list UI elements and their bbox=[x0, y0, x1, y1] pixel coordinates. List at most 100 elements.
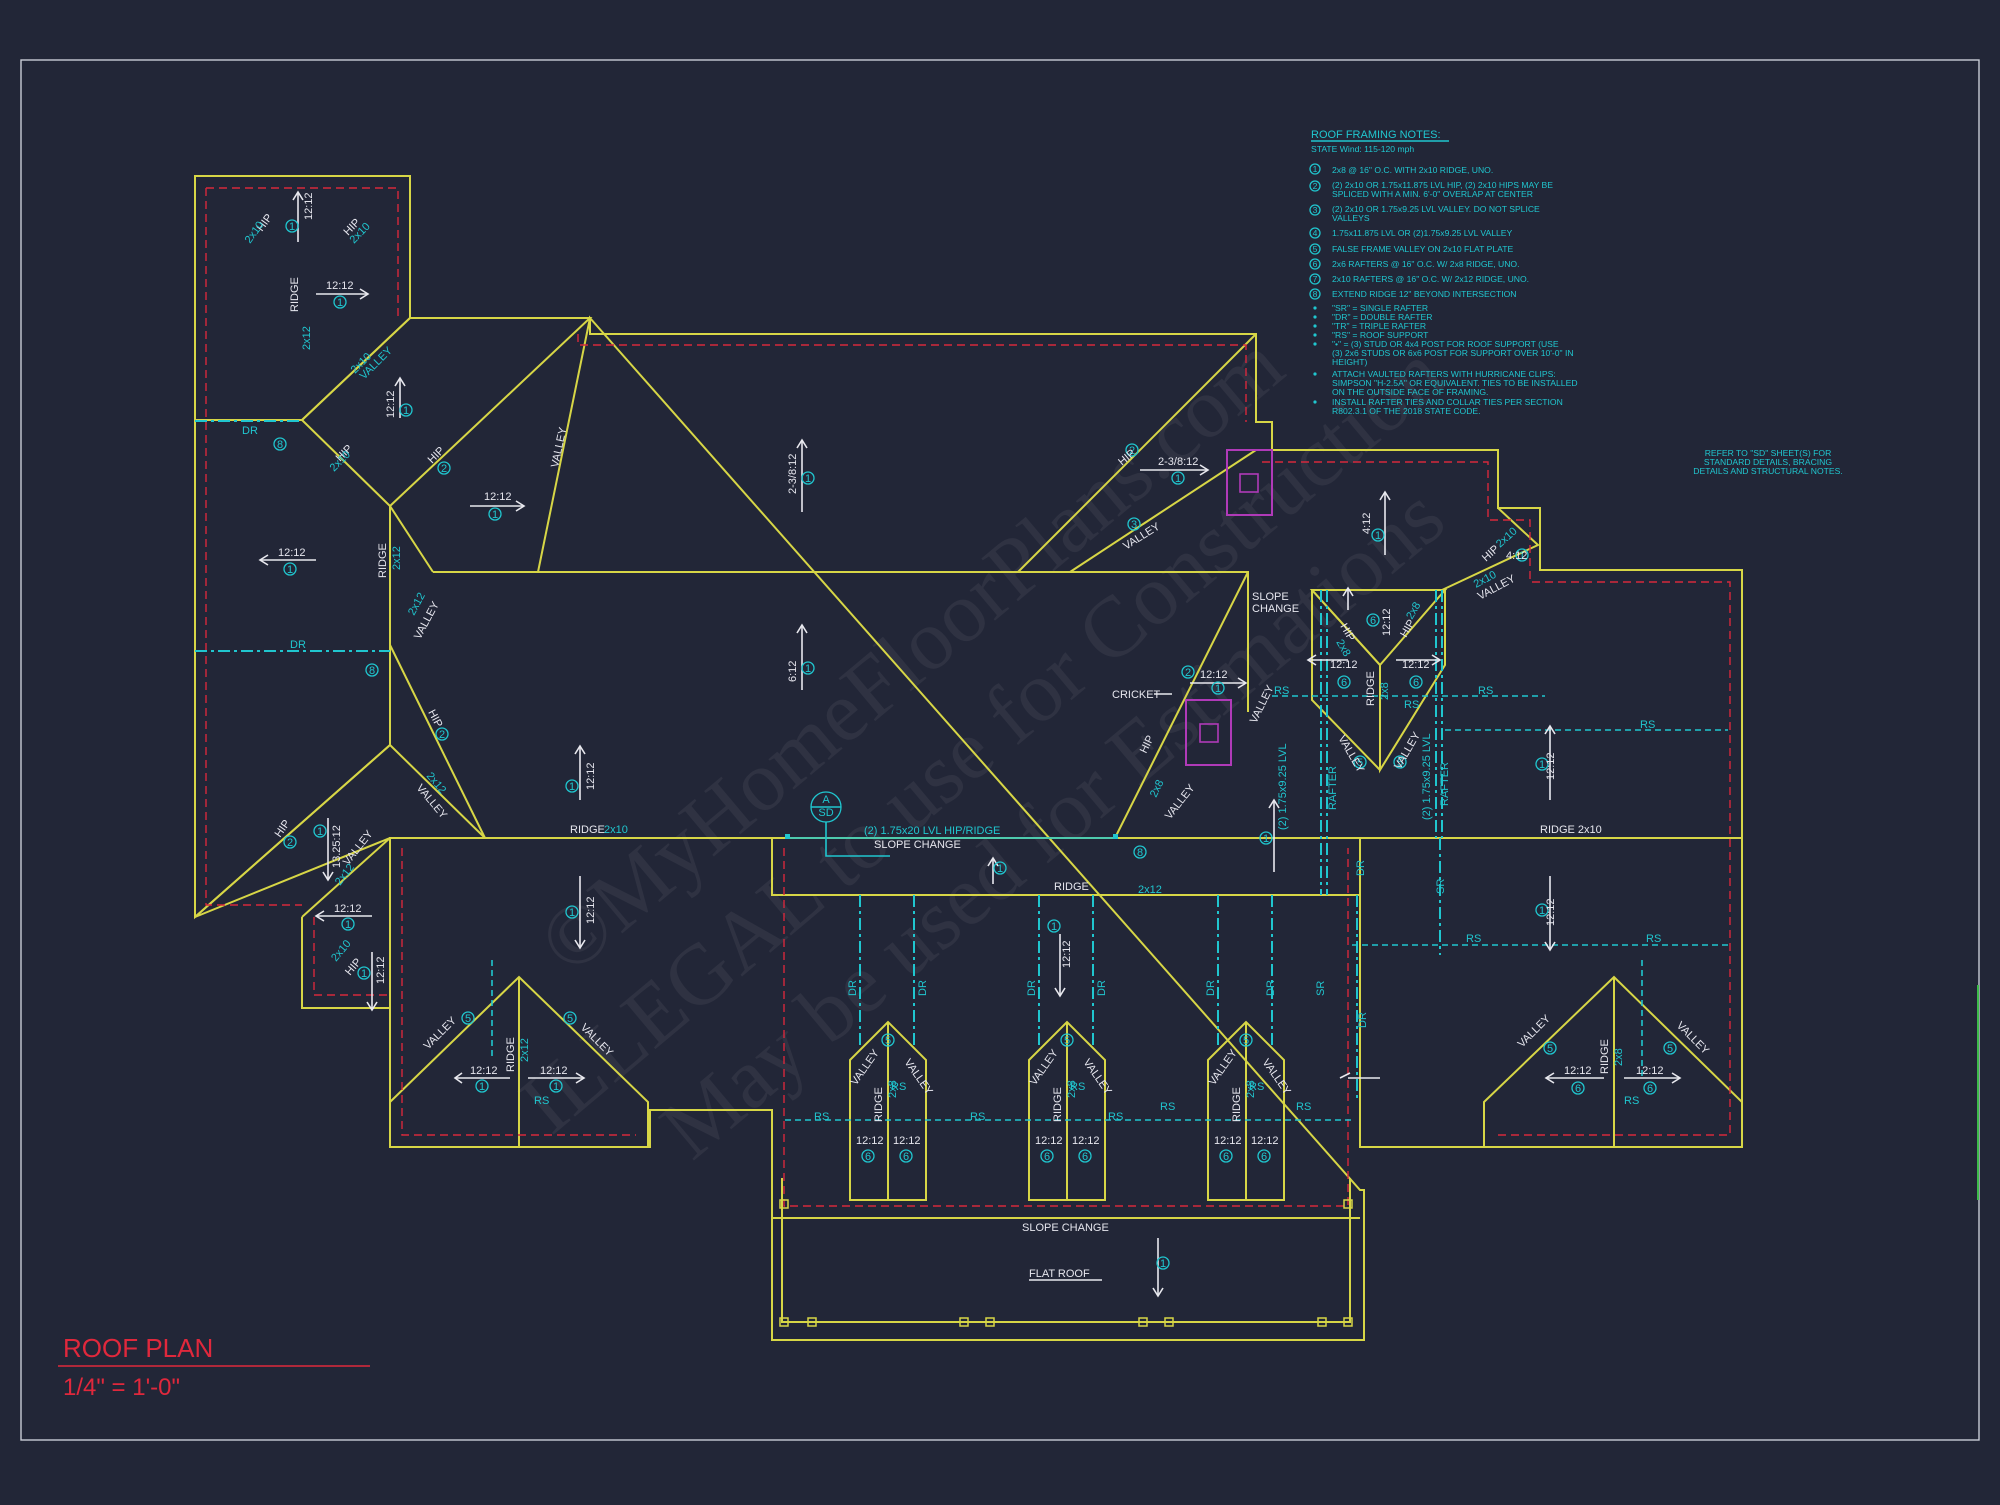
svg-text:DR: DR bbox=[1205, 980, 1217, 996]
roof-outline bbox=[194, 175, 1743, 1341]
svg-text:1: 1 bbox=[492, 509, 498, 521]
svg-text:VALLEY: VALLEY bbox=[902, 1057, 936, 1098]
svg-text:1.75x11.875 LVL OR (2)1.75x9.2: 1.75x11.875 LVL OR (2)1.75x9.25 LVL VALL… bbox=[1332, 228, 1513, 238]
svg-text:VALLEY: VALLEY bbox=[1163, 782, 1198, 822]
svg-text:RS: RS bbox=[814, 1111, 829, 1123]
chimneys bbox=[1185, 449, 1273, 766]
svg-text:5: 5 bbox=[1547, 1043, 1553, 1055]
svg-text:1: 1 bbox=[337, 297, 343, 309]
dormer-1 bbox=[849, 1020, 927, 1201]
svg-text:RIDGE: RIDGE bbox=[1231, 1087, 1243, 1122]
svg-text:FALSE FRAME VALLEY ON 2x10 FLA: FALSE FRAME VALLEY ON 2x10 FLAT PLATE bbox=[1332, 244, 1513, 254]
svg-text:2-3/8:12: 2-3/8:12 bbox=[787, 454, 799, 494]
svg-text:A: A bbox=[822, 794, 830, 806]
svg-text:12:12: 12:12 bbox=[334, 903, 362, 915]
left-wing-roof bbox=[194, 419, 391, 920]
svg-text:4: 4 bbox=[1313, 228, 1318, 238]
svg-text:VALLEY: VALLEY bbox=[341, 828, 376, 868]
svg-text:6: 6 bbox=[1647, 1083, 1653, 1095]
svg-text:12:12: 12:12 bbox=[1402, 659, 1430, 671]
svg-text:RS: RS bbox=[1640, 719, 1655, 731]
dormer-3 bbox=[1207, 1020, 1285, 1201]
svg-text:1: 1 bbox=[287, 564, 293, 576]
svg-text:RS: RS bbox=[970, 1111, 985, 1123]
slope-arrows bbox=[258, 190, 1682, 1298]
svg-text:DR: DR bbox=[847, 980, 859, 996]
svg-text:HEIGHT): HEIGHT) bbox=[1332, 357, 1367, 367]
svg-text:1: 1 bbox=[1215, 683, 1221, 695]
svg-text:DR: DR bbox=[290, 639, 306, 651]
svg-text:6: 6 bbox=[1082, 1151, 1088, 1163]
left-bay bbox=[301, 917, 390, 1009]
svg-text:5: 5 bbox=[1357, 757, 1363, 769]
svg-text:SLOPE: SLOPE bbox=[1252, 591, 1289, 603]
svg-text:1: 1 bbox=[345, 919, 351, 931]
flat-roof-label: FLAT ROOF bbox=[1029, 1268, 1090, 1280]
svg-text:6: 6 bbox=[1313, 259, 1318, 269]
svg-text:13.25:12: 13.25:12 bbox=[331, 825, 343, 868]
svg-text:"RS" = ROOF SUPPORT: "RS" = ROOF SUPPORT bbox=[1332, 330, 1429, 340]
svg-text:1: 1 bbox=[1051, 921, 1057, 933]
svg-text:5: 5 bbox=[1064, 1035, 1070, 1047]
svg-text:12:12: 12:12 bbox=[856, 1135, 884, 1147]
svg-text:12:12: 12:12 bbox=[1330, 659, 1358, 671]
svg-text:1: 1 bbox=[289, 221, 295, 233]
svg-text:VALLEY: VALLEY bbox=[1392, 730, 1423, 772]
svg-text:1: 1 bbox=[1175, 473, 1181, 485]
svg-text:RS: RS bbox=[534, 1095, 549, 1107]
sheet-border bbox=[20, 59, 1980, 1441]
svg-text:2: 2 bbox=[1313, 181, 1318, 191]
svg-text:2-3/8:12: 2-3/8:12 bbox=[1158, 456, 1198, 468]
svg-text:RS: RS bbox=[1249, 1081, 1264, 1093]
svg-text:VALLEY: VALLEY bbox=[549, 426, 569, 469]
svg-text:ON THE OUTSIDE FACE OF FRAMING: ON THE OUTSIDE FACE OF FRAMING. bbox=[1332, 387, 1488, 397]
svg-text:1: 1 bbox=[553, 1081, 559, 1093]
svg-text:2: 2 bbox=[439, 729, 445, 741]
svg-text:RIDGE: RIDGE bbox=[1599, 1039, 1611, 1074]
svg-text:STANDARD DETAILS, BRACING: STANDARD DETAILS, BRACING bbox=[1704, 457, 1832, 467]
svg-text:2x12: 2x12 bbox=[519, 1038, 531, 1062]
svg-text:SR: SR bbox=[1435, 879, 1447, 894]
svg-text:(2) 2x10 OR 1.75x9.25 LVL VALL: (2) 2x10 OR 1.75x9.25 LVL VALLEY. DO NOT… bbox=[1332, 204, 1540, 214]
svg-text:2x10: 2x10 bbox=[604, 824, 628, 836]
svg-text:1: 1 bbox=[1160, 1258, 1166, 1270]
svg-text:VALLEYS: VALLEYS bbox=[1332, 213, 1370, 223]
svg-text:6: 6 bbox=[1575, 1083, 1581, 1095]
svg-text:1: 1 bbox=[1313, 164, 1318, 174]
svg-text:1: 1 bbox=[361, 968, 367, 980]
left-link-roof bbox=[301, 317, 593, 507]
svg-text:1: 1 bbox=[569, 781, 575, 793]
svg-text:RS: RS bbox=[1404, 699, 1419, 711]
svg-text:6: 6 bbox=[1261, 1151, 1267, 1163]
svg-text:12:12: 12:12 bbox=[278, 547, 306, 559]
svg-text:"•" = (3) STUD OR 4x4 POST FOR: "•" = (3) STUD OR 4x4 POST FOR ROOF SUPP… bbox=[1332, 339, 1559, 349]
svg-text:7: 7 bbox=[1313, 274, 1318, 284]
svg-text:CRICKET: CRICKET bbox=[1112, 689, 1161, 701]
svg-text:VALLEY: VALLEY bbox=[422, 1014, 460, 1052]
svg-text:6: 6 bbox=[1044, 1151, 1050, 1163]
svg-text:2x6 RAFTERS @ 16" O.C. W/ 2x8: 2x6 RAFTERS @ 16" O.C. W/ 2x8 RIDGE, UNO… bbox=[1332, 259, 1520, 269]
svg-text:ATTACH VAULTED RAFTERS WITH HU: ATTACH VAULTED RAFTERS WITH HURRICANE CL… bbox=[1332, 369, 1556, 379]
svg-text:3: 3 bbox=[1313, 205, 1318, 215]
svg-text:(2) 1.75x9.25 LVL: (2) 1.75x9.25 LVL bbox=[1421, 733, 1433, 820]
svg-text:12:12: 12:12 bbox=[1035, 1135, 1063, 1147]
svg-text:2x10: 2x10 bbox=[329, 938, 354, 964]
svg-text:12:12: 12:12 bbox=[484, 491, 512, 503]
dormer-2 bbox=[1028, 1020, 1106, 1201]
svg-text:DR: DR bbox=[1096, 980, 1108, 996]
svg-text:4:12: 4:12 bbox=[1361, 513, 1373, 534]
svg-text:2x10: 2x10 bbox=[1494, 525, 1520, 550]
drawing-scale: 1/4" = 1'-0" bbox=[63, 1374, 180, 1401]
svg-text:(2) 1.75x9.25 LVL: (2) 1.75x9.25 LVL bbox=[1277, 743, 1289, 830]
svg-text:6: 6 bbox=[903, 1151, 909, 1163]
svg-text:RIDGE: RIDGE bbox=[505, 1037, 517, 1072]
wall-lines bbox=[205, 187, 1731, 1207]
svg-text:5: 5 bbox=[1397, 757, 1403, 769]
svg-text:DETAILS AND STRUCTURAL NOTES.: DETAILS AND STRUCTURAL NOTES. bbox=[1693, 466, 1842, 476]
svg-text:12:12: 12:12 bbox=[1251, 1135, 1279, 1147]
svg-text:1: 1 bbox=[317, 826, 323, 838]
svg-text:RAFTER: RAFTER bbox=[1439, 762, 1451, 806]
svg-text:DR: DR bbox=[1026, 980, 1038, 996]
svg-text:2: 2 bbox=[1185, 667, 1191, 679]
svg-text:5: 5 bbox=[465, 1013, 471, 1025]
